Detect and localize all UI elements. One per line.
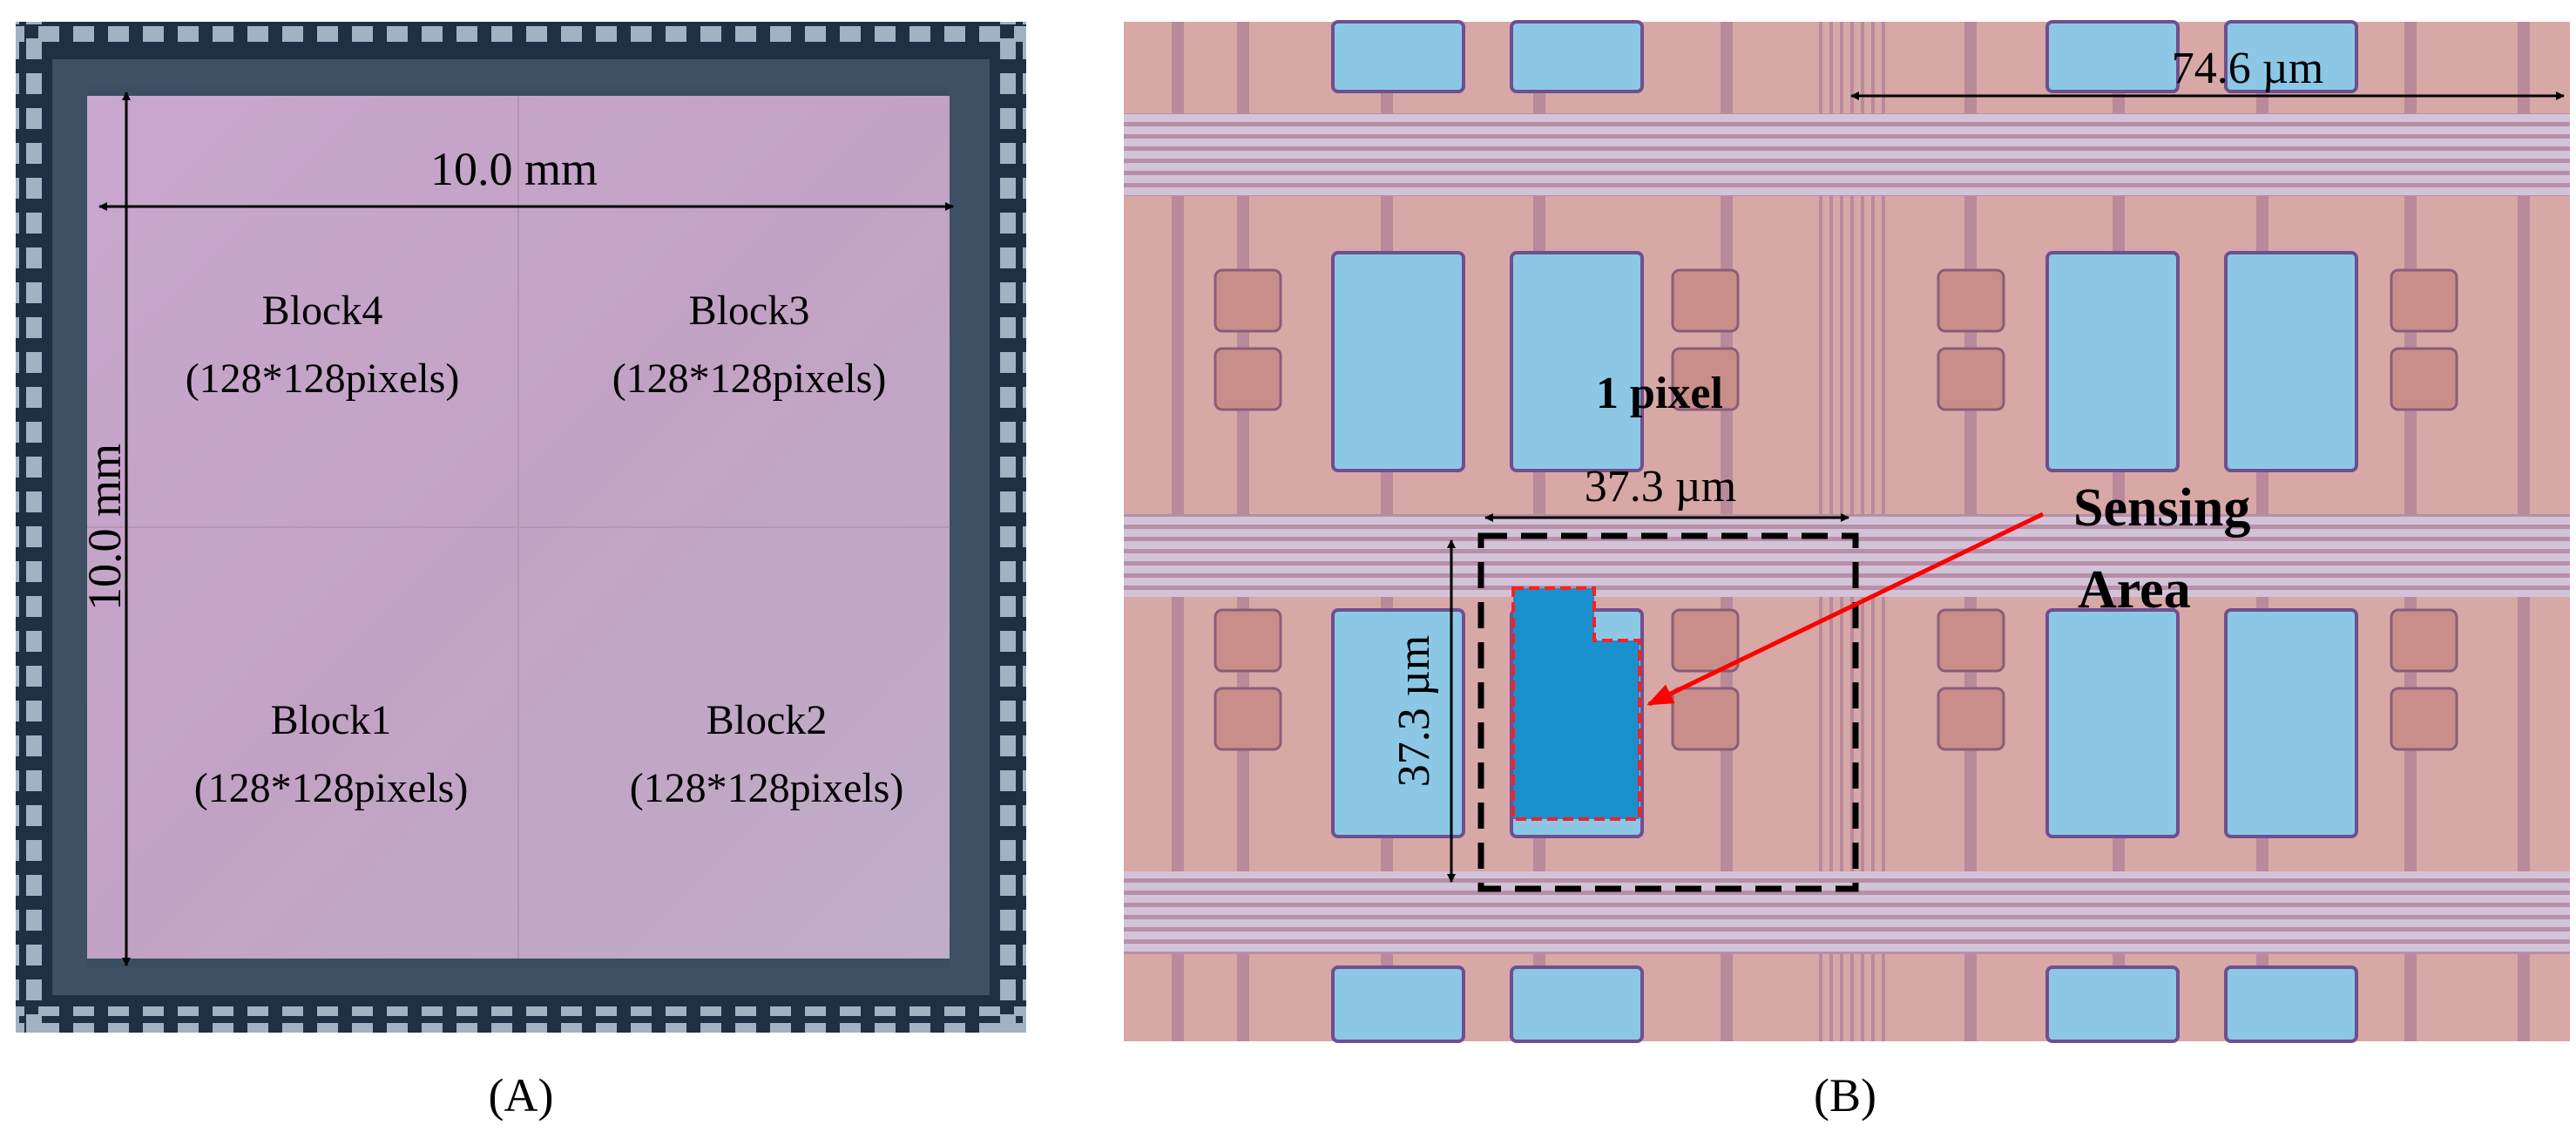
horizontal-bus-band: [1124, 514, 2570, 597]
electrode-pad: [2045, 965, 2180, 1043]
horizontal-bus-band: [1124, 113, 2570, 196]
panel-a-caption: (A): [489, 1069, 554, 1121]
electrode-pad: [1510, 965, 1644, 1043]
width-dimension-label: 10.0 mm: [430, 143, 598, 195]
electrode-pad: [1331, 251, 1465, 472]
block4-size: (128*128pixels): [186, 356, 460, 402]
transistor-pad: [1671, 687, 1740, 751]
transistor-pad: [1214, 268, 1282, 333]
electrode-pad: [2045, 608, 2180, 838]
transistor-pad: [2390, 268, 2458, 333]
transistor-pad: [1937, 687, 2005, 751]
sensing-label-line1: Sensing: [2073, 478, 2250, 538]
transistor-pad: [1671, 268, 1740, 333]
bond-pads-bottom: [16, 1006, 1026, 1033]
transistor-pad: [1937, 608, 2005, 673]
height-dimension-label: 10.0 mm: [78, 444, 131, 611]
block1-name: Block1: [271, 697, 392, 743]
electrode-pad: [1331, 965, 1465, 1043]
sensing-label-line2: Area: [2078, 560, 2191, 620]
block2-name: Block2: [707, 697, 828, 743]
sensing-area-region: [1511, 586, 1641, 821]
array-edge-top: [87, 87, 950, 96]
block2-size: (128*128pixels): [630, 765, 904, 811]
electrode-pad: [1510, 251, 1644, 472]
transistor-pad: [1214, 608, 1282, 673]
electrode-pad: [1331, 20, 1465, 93]
block1-size: (128*128pixels): [194, 765, 469, 811]
sensing-area-arrow: [1646, 512, 2045, 707]
electrode-pad: [1510, 20, 1644, 93]
transistor-pad: [1671, 608, 1740, 673]
transistor-pad: [1937, 268, 2005, 333]
panel-b: 74.6 µm 1 pixel 37.3 µm 37.3 µm Sensing …: [1124, 20, 2570, 1121]
electrode-pad: [2045, 20, 2180, 93]
panel-b-caption: (B): [1814, 1069, 1876, 1121]
transistor-pad: [2390, 347, 2458, 411]
micrograph-circuit: [1124, 20, 2570, 1043]
bond-pads-left: [16, 22, 42, 1033]
block3-name: Block3: [689, 288, 810, 334]
transistor-pad: [1214, 347, 1282, 411]
array-edge-bottom: [87, 959, 950, 967]
transistor-pad: [2390, 687, 2458, 751]
bond-pads-right: [1000, 22, 1026, 1033]
electrode-pad: [2224, 251, 2358, 472]
panel-a: 10.0 mm 10.0 mm Block4 (128*128pixels) B…: [16, 22, 1026, 1121]
transistor-pad: [1937, 347, 2005, 411]
bond-pads-top: [16, 22, 1026, 48]
pitch-dimension-label: 74.6 µm: [2172, 44, 2323, 93]
pixel-width-label: 37.3 µm: [1585, 462, 1736, 512]
electrode-pad: [1331, 608, 1465, 838]
electrode-pad: [2224, 608, 2358, 838]
horizontal-bus-band: [1124, 871, 2570, 954]
transistor-pad: [1671, 347, 1740, 411]
transistor-pad: [2390, 608, 2458, 673]
electrode-pad: [2045, 251, 2180, 472]
block4-name: Block4: [262, 288, 383, 334]
block3-size: (128*128pixels): [612, 356, 887, 402]
pixel-height-label: 37.3 µm: [1389, 635, 1439, 787]
pixel-label: 1 pixel: [1596, 369, 1723, 418]
transistor-pad: [1214, 687, 1282, 751]
electrode-pad: [2224, 965, 2358, 1043]
